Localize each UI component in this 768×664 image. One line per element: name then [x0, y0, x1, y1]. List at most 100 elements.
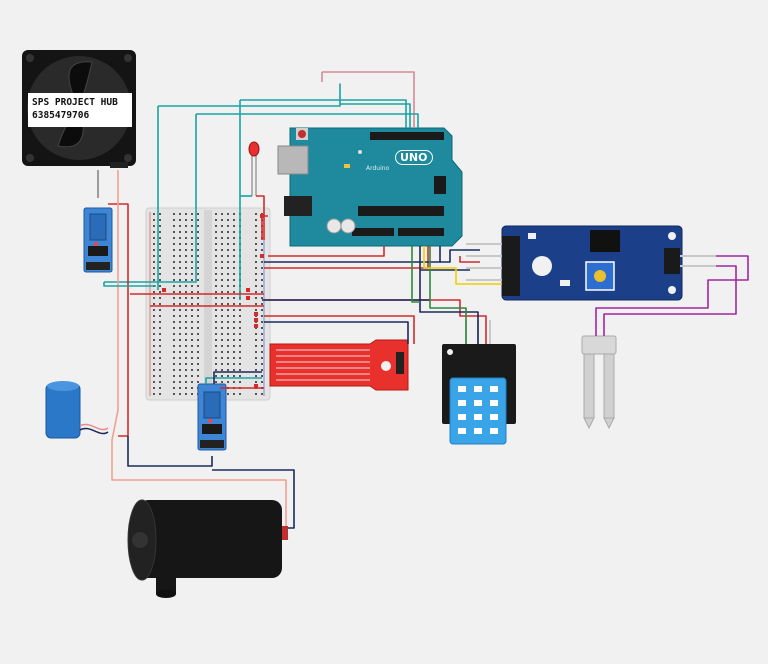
breadboard-hole — [173, 351, 175, 353]
breadboard-hole — [239, 381, 241, 383]
breadboard-hole — [153, 339, 155, 341]
breadboard-hole — [185, 315, 187, 317]
breadboard-hole — [173, 285, 175, 287]
breadboard-hole — [197, 291, 199, 293]
breadboard-hole — [173, 243, 175, 245]
breadboard-hole — [179, 363, 181, 365]
breadboard-hole — [197, 351, 199, 353]
soil-moisture-probe — [581, 335, 617, 430]
breadboard-hole — [159, 303, 161, 305]
breadboard-hole — [179, 327, 181, 329]
breadboard-hole — [153, 393, 155, 395]
breadboard-hole — [179, 321, 181, 323]
breadboard-hole — [221, 237, 223, 239]
breadboard-hole — [179, 369, 181, 371]
fan-label-line2: 6385479706 — [32, 110, 90, 121]
breadboard-hole — [173, 231, 175, 233]
breadboard-hole — [221, 309, 223, 311]
breadboard-hole — [261, 375, 263, 377]
breadboard-hole — [239, 393, 241, 395]
breadboard-hole — [185, 291, 187, 293]
breadboard-hole — [179, 333, 181, 335]
breadboard-hole — [153, 351, 155, 353]
breadboard-hole — [221, 357, 223, 359]
breadboard-hole — [153, 345, 155, 347]
breadboard-hole — [153, 255, 155, 257]
breadboard-hole — [261, 345, 263, 347]
breadboard-hole — [179, 213, 181, 215]
breadboard-hole — [233, 393, 235, 395]
breadboard-hole — [179, 243, 181, 245]
breadboard-hole — [179, 375, 181, 377]
breadboard-hole — [261, 357, 263, 359]
breadboard-hole — [233, 345, 235, 347]
breadboard-hole — [221, 279, 223, 281]
breadboard-hole — [197, 303, 199, 305]
breadboard-hole — [185, 357, 187, 359]
breadboard-hole — [185, 273, 187, 275]
breadboard-hole — [159, 219, 161, 221]
breadboard-hole — [239, 303, 241, 305]
breadboard-hole — [239, 321, 241, 323]
breadboard-hole — [185, 363, 187, 365]
breadboard-hole — [191, 243, 193, 245]
breadboard-hole — [215, 237, 217, 239]
breadboard-hole — [179, 291, 181, 293]
breadboard-hole — [197, 249, 199, 251]
breadboard-hole — [221, 327, 223, 329]
breadboard-hole — [179, 279, 181, 281]
breadboard-hole — [221, 339, 223, 341]
breadboard-hole — [153, 303, 155, 305]
breadboard-hole — [191, 213, 193, 215]
breadboard-hole — [191, 315, 193, 317]
breadboard-hole — [191, 321, 193, 323]
breadboard-hole — [191, 297, 193, 299]
breadboard-hole — [153, 243, 155, 245]
breadboard-hole — [233, 267, 235, 269]
breadboard-hole — [261, 393, 263, 395]
breadboard-hole — [191, 393, 193, 395]
breadboard-hole — [185, 255, 187, 257]
breadboard-hole — [173, 363, 175, 365]
breadboard-hole — [159, 327, 161, 329]
breadboard-hole — [191, 387, 193, 389]
breadboard-hole — [255, 303, 257, 305]
breadboard-hole — [261, 297, 263, 299]
breadboard-hole — [255, 273, 257, 275]
breadboard-hole — [239, 339, 241, 341]
breadboard-hole — [191, 219, 193, 221]
breadboard-hole — [221, 243, 223, 245]
fan-label: SPS PROJECT HUB 6385479706 — [28, 93, 132, 127]
breadboard-hole — [227, 309, 229, 311]
breadboard-hole — [215, 363, 217, 365]
breadboard-hole — [153, 357, 155, 359]
breadboard-hole — [197, 339, 199, 341]
breadboard-hole — [227, 363, 229, 365]
breadboard-hole — [221, 333, 223, 335]
breadboard-hole — [227, 273, 229, 275]
breadboard-hole — [179, 219, 181, 221]
breadboard-hole — [239, 375, 241, 377]
breadboard-hole — [221, 345, 223, 347]
breadboard-hole — [233, 309, 235, 311]
breadboard-hole — [227, 381, 229, 383]
breadboard-hole — [159, 231, 161, 233]
breadboard-hole — [197, 315, 199, 317]
breadboard-hole — [159, 381, 161, 383]
breadboard-hole — [159, 255, 161, 257]
breadboard-hole — [221, 249, 223, 251]
breadboard-hole — [153, 261, 155, 263]
breadboard-hole — [191, 303, 193, 305]
breadboard-hole — [261, 321, 263, 323]
breadboard-hole — [215, 303, 217, 305]
breadboard-hole — [173, 327, 175, 329]
breadboard-hole — [255, 369, 257, 371]
breadboard-hole — [173, 297, 175, 299]
breadboard-hole — [227, 357, 229, 359]
breadboard-hole — [215, 339, 217, 341]
breadboard-hole — [197, 273, 199, 275]
breadboard-hole — [261, 351, 263, 353]
breadboard-hole — [255, 255, 257, 257]
breadboard-hole — [215, 261, 217, 263]
